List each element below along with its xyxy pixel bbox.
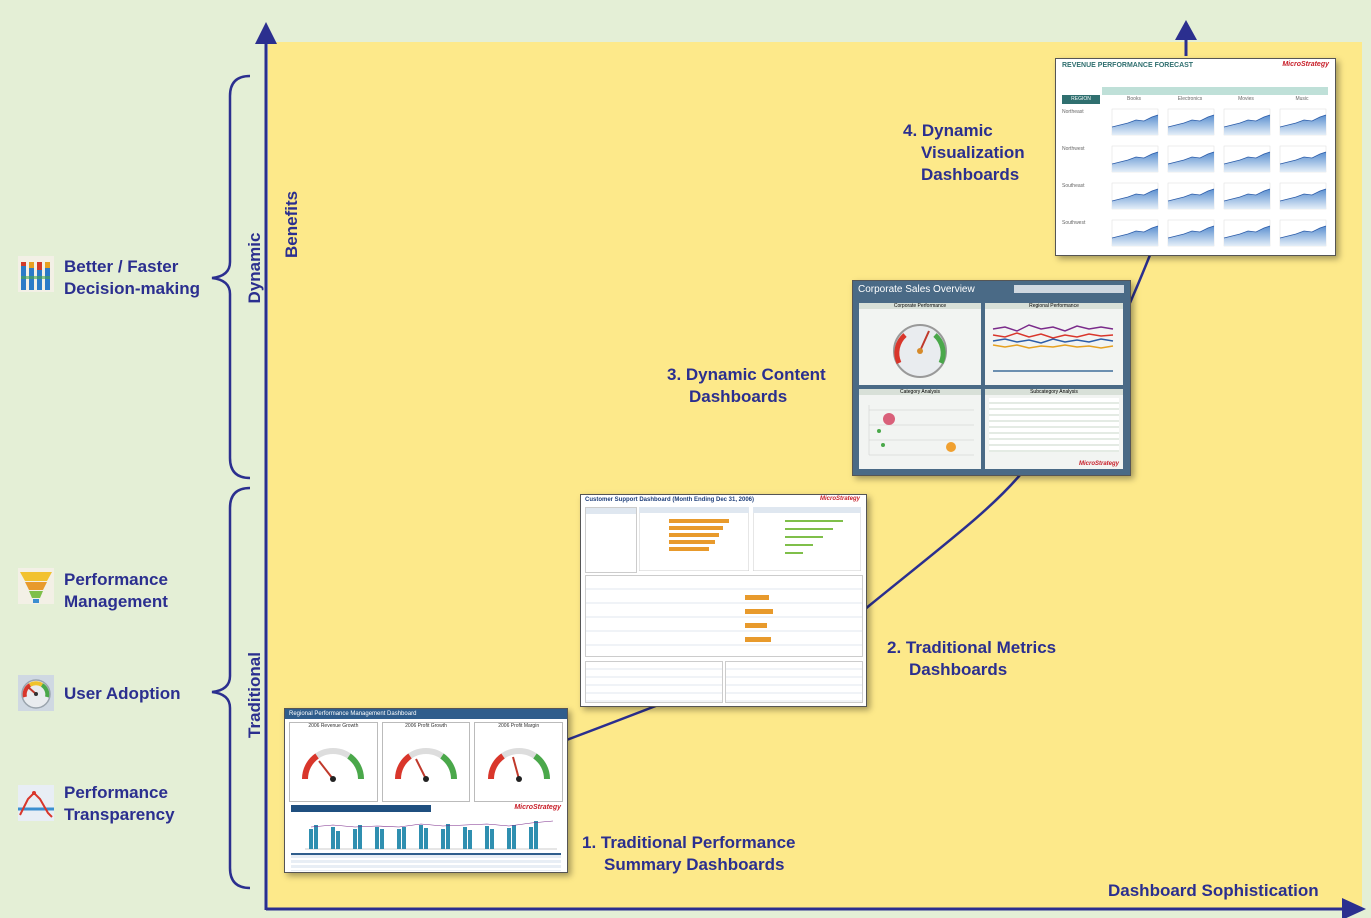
stage-4-line2: Visualization (921, 143, 1025, 162)
gauge-icon (18, 675, 54, 711)
t1-gauge-1: 2006 Revenue Growth (289, 722, 378, 802)
traditional-bracket (211, 486, 251, 890)
t4-small-multiples (1111, 108, 1327, 247)
stage-3-label: 3. Dynamic Content Dashboards (667, 364, 826, 408)
y-axis-label: Benefits (282, 190, 301, 258)
benefit-performance-transparency-line1: Performance (64, 783, 168, 802)
t2-bottom-right (725, 661, 863, 703)
x-axis-label: Dashboard Sophistication (1108, 881, 1319, 900)
t3-panel-regional-title: Regional Performance (985, 303, 1123, 309)
benefit-user-adoption-line1: User Adoption (64, 684, 181, 703)
thumbnail-4-revenue-forecast: REVENUE PERFORMANCE FORECAST MicroStrate… (1055, 58, 1336, 256)
funnel-icon (18, 568, 54, 604)
t1-gauge-2: 2006 Profit Growth (381, 722, 471, 802)
stage-4-line1: 4. Dynamic (903, 121, 993, 140)
stage-1-line2: Summary Dashboards (604, 855, 785, 874)
thumbnail-2-customer-support: Customer Support Dashboard (Month Ending… (580, 494, 867, 707)
t4-row-northwest: Northwest (1062, 146, 1085, 152)
benefit-decision-making-line1: Better / Faster (64, 257, 179, 276)
benefit-decision-making-line2: Decision-making (64, 279, 201, 298)
t1-brand: MicroStrategy (514, 804, 561, 811)
bracket-label-traditional: Traditional (245, 652, 264, 738)
t3-panel-subcategory-title: Subcategory Analysis (985, 389, 1123, 395)
bracket-label-dynamic: Dynamic (245, 232, 264, 304)
t3-panel-corporate: Corporate Performance (859, 303, 981, 385)
benefit-performance-management: Performance Management (64, 569, 168, 613)
t2-title: Customer Support Dashboard (Month Ending… (585, 497, 755, 503)
benefit-performance-transparency-line2: Transparency (64, 805, 175, 824)
t1-gauge-3-title: 2006 Profit Margin (498, 723, 540, 729)
t3-brand: MicroStrategy (1078, 461, 1119, 467)
t4-col-books: Books (1127, 96, 1141, 102)
t2-bottom-left (585, 661, 723, 703)
stage-3-line2: Dashboards (689, 387, 788, 406)
stage-1-line1: 1. Traditional Performance (582, 833, 796, 852)
t4-col-movies: Movies (1238, 96, 1254, 102)
stage-4-line3: Dashboards (921, 165, 1020, 184)
x-axis-arrowhead (1342, 898, 1366, 918)
benefit-performance-transparency: Performance Transparency (64, 782, 175, 826)
t3-title: Corporate Sales Overview (858, 284, 975, 295)
benefit-user-adoption: User Adoption (64, 683, 180, 705)
t4-row-labels: Northeast Northwest Southeast Southwest (1062, 109, 1100, 255)
stage-1-label: 1. Traditional Performance Summary Dashb… (582, 832, 796, 876)
t1-bar-chart (305, 820, 557, 850)
t2-customer-bars (753, 507, 861, 571)
t3-panel-regional: Regional Performance (985, 303, 1123, 385)
y-axis-arrowhead (255, 22, 277, 44)
line-chart-icon (18, 785, 54, 821)
thumbnail-1-regional-performance: Regional Performance Management Dashboar… (284, 708, 568, 873)
t4-region-header: REGION (1062, 95, 1100, 104)
t2-engineer-bars (639, 507, 749, 571)
t3-nav-buttons (1014, 285, 1124, 293)
t3-panel-subcategory: Subcategory Analysis MicroStrategy (985, 389, 1123, 469)
t4-category-bar (1102, 87, 1328, 95)
t4-col-music: Music (1295, 96, 1309, 102)
t1-table (291, 853, 561, 871)
t2-trend-bars (745, 595, 773, 642)
t3-panel-category: Category Analysis (859, 389, 981, 469)
t1-gauge-3: 2006 Profit Margin (474, 722, 564, 802)
t1-gauge-2-title: 2006 Profit Growth (405, 723, 447, 729)
stage-4-label: 4. Dynamic Visualization Dashboards (903, 120, 1025, 186)
t1-gauge-1-title: 2006 Revenue Growth (308, 723, 359, 729)
t4-title: REVENUE PERFORMANCE FORECAST (1062, 62, 1194, 69)
thumbnail-3-corporate-sales: Corporate Sales Overview Corporate Perfo… (852, 280, 1131, 476)
t4-column-headers: Books Electronics Movies Music (1106, 96, 1330, 102)
dynamic-bracket (211, 74, 251, 480)
stage-2-line1: 2. Traditional Metrics (887, 638, 1057, 657)
t4-col-electronics: Electronics (1177, 96, 1203, 102)
t2-region-table (585, 575, 863, 657)
t2-panel-summary (585, 507, 637, 573)
t2-brand: MicroStrategy (819, 496, 860, 502)
benefit-decision-making: Better / Faster Decision-making (64, 256, 200, 300)
stage-2-line2: Dashboards (909, 660, 1008, 679)
t1-tab-strip (291, 805, 431, 812)
stage-2-label: 2. Traditional Metrics Dashboards (887, 637, 1056, 681)
t4-row-northeast: Northeast (1062, 109, 1084, 115)
bar-chart-icon (18, 256, 54, 292)
t4-row-southwest: Southwest (1062, 220, 1086, 226)
top-arrow-arrowhead (1175, 20, 1197, 40)
t4-row-southeast: Southeast (1062, 183, 1085, 189)
benefit-performance-management-line1: Performance (64, 570, 168, 589)
t3-panel-corporate-title: Corporate Performance (859, 303, 981, 309)
stage-3-line1: 3. Dynamic Content (667, 365, 826, 384)
t4-brand: MicroStrategy (1282, 61, 1329, 68)
t3-panel-category-title: Category Analysis (859, 389, 981, 395)
benefit-performance-management-line2: Management (64, 592, 168, 611)
t1-title-bar: Regional Performance Management Dashboar… (285, 709, 567, 719)
